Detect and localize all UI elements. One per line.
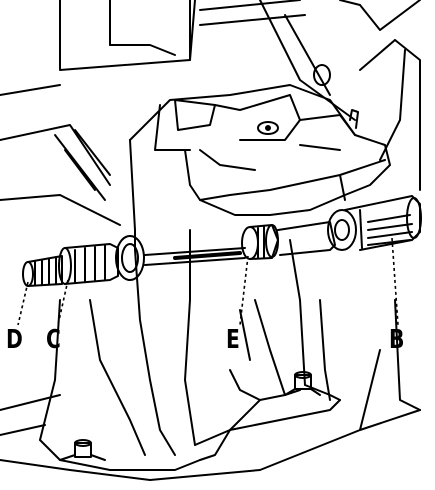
leader-line-d xyxy=(17,281,29,326)
left-shaft-end xyxy=(22,235,145,287)
base-bolts xyxy=(59,371,321,461)
right-shaft-end xyxy=(327,195,422,251)
middle-coupling xyxy=(241,221,336,260)
leader-line-b xyxy=(391,237,399,326)
background-frame xyxy=(0,0,421,226)
pedestal-stand xyxy=(0,229,421,481)
callout-c-label: C xyxy=(46,325,61,355)
callout-d-label: D xyxy=(6,325,23,355)
leader-line-c xyxy=(57,279,69,326)
bracket-casting xyxy=(129,84,391,251)
callout-b-label: B xyxy=(389,325,405,355)
main-shaft xyxy=(144,247,246,266)
callout-e-label: E xyxy=(226,325,240,355)
